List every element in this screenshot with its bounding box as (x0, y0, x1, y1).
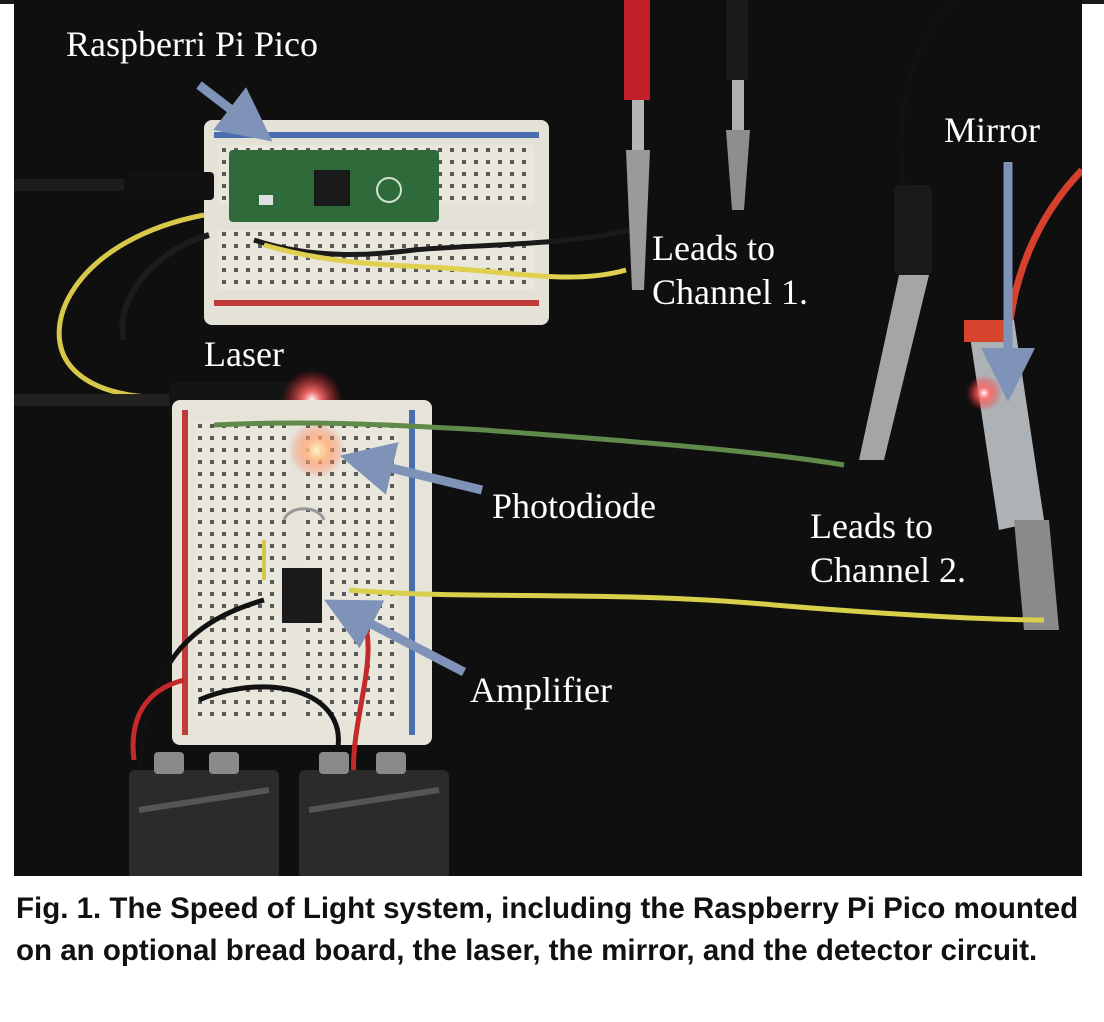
clips-channel-1 (624, 0, 750, 290)
label-mirror: Mirror (944, 110, 1040, 150)
label-leads-channel-1: Leads to Channel 1. (652, 228, 808, 312)
label-amplifier: Amplifier (470, 670, 612, 710)
batteries (129, 752, 449, 876)
arrow-pico (196, 81, 273, 142)
photo-figure: Raspberri Pi Pico Mirror Leads to Channe… (14, 0, 1082, 876)
label-pico: Raspberri Pi Pico (66, 24, 318, 64)
amplifier-chip (262, 507, 326, 623)
label-laser: Laser (204, 334, 284, 374)
annotation-arrows (196, 81, 1035, 676)
label-leads-channel-2: Leads to Channel 2. (810, 506, 966, 590)
circuit-photo (14, 0, 1082, 876)
label-photodiode: Photodiode (492, 486, 657, 526)
arrow-photodiode (339, 442, 484, 495)
arrow-amplifier (324, 599, 467, 676)
pico-board (229, 150, 439, 222)
figure-caption: Fig. 1. The Speed of Light system, inclu… (16, 892, 1079, 967)
